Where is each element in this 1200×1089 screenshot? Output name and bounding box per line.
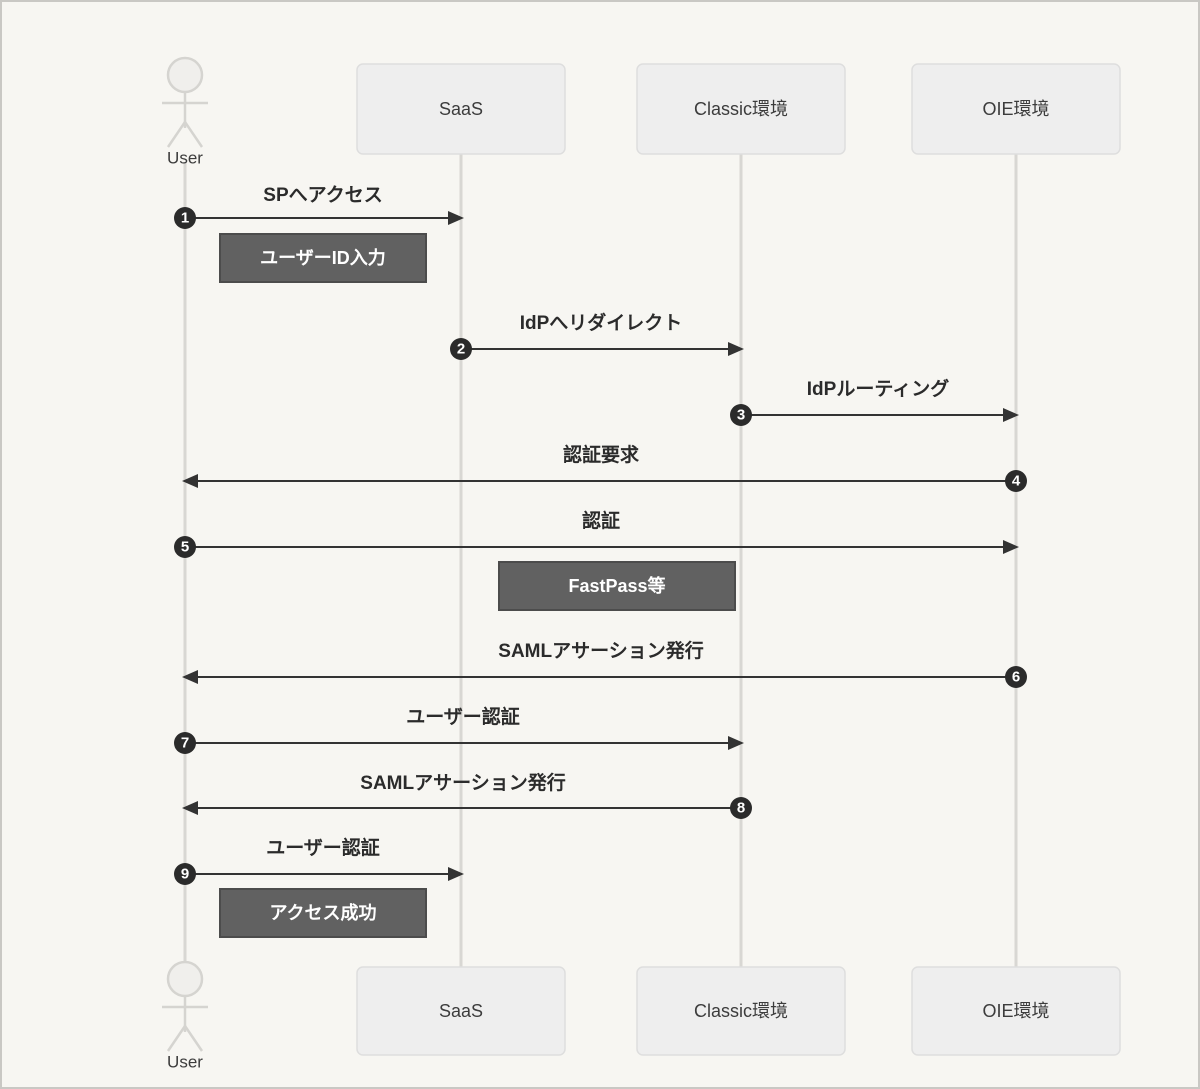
sequence-marker-5 [174, 536, 196, 558]
message-label-3: IdPルーティング [807, 377, 949, 400]
participant-header-user[interactable]: User [162, 56, 208, 167]
note-user-id-input: ユーザーID入力 [219, 233, 427, 283]
participant-label-saas-bottom: SaaS [439, 1001, 483, 1021]
participant-header-saas[interactable]: SaaS [356, 63, 566, 155]
actor-head-icon [166, 56, 204, 94]
sequence-marker-1 [174, 207, 196, 229]
sequence-marker-6 [1005, 666, 1027, 688]
message-5[interactable]: 認証 5 [174, 509, 1019, 558]
participant-label-oie-bottom: OIE環境 [982, 1001, 1049, 1021]
participant-box-saas[interactable] [356, 63, 566, 155]
sequence-number-2: 2 [457, 341, 465, 358]
arrowhead-right-3 [1003, 408, 1019, 422]
sequence-number-5: 5 [181, 539, 189, 556]
message-4[interactable]: 認証要求 4 [182, 443, 1027, 492]
arrowhead-right-5 [1003, 540, 1019, 554]
arrowhead-left-8 [182, 801, 198, 815]
sequence-marker-9 [174, 863, 196, 885]
participant-footer-oie[interactable]: OIE環境 [911, 966, 1121, 1056]
arrowhead-right-1 [448, 211, 464, 225]
participant-footer-saas[interactable]: SaaS [356, 966, 566, 1056]
message-label-6: SAMLアサーション発行 [498, 639, 703, 662]
message-label-5: 認証 [582, 509, 620, 532]
participant-footer-user[interactable]: User [162, 960, 208, 1071]
participant-label-classic: Classic環境 [694, 99, 788, 119]
note-label-fastpass: FastPass等 [568, 575, 665, 596]
participant-box-classic[interactable] [636, 63, 846, 155]
participant-label-oie: OIE環境 [982, 99, 1049, 119]
message-label-4: 認証要求 [563, 443, 640, 466]
message-2[interactable]: IdPへリダイレクト 2 [450, 311, 744, 360]
sequence-number-9: 9 [181, 866, 189, 883]
sequence-number-1: 1 [181, 210, 189, 227]
message-label-2: IdPへリダイレクト [520, 311, 683, 334]
note-box-access-success [219, 888, 427, 938]
note-box-fastpass [498, 561, 736, 611]
message-6[interactable]: SAMLアサーション発行 6 [182, 639, 1027, 688]
participant-footer-classic[interactable]: Classic環境 [636, 966, 846, 1056]
sequence-marker-2 [450, 338, 472, 360]
participant-box-saas-bottom[interactable] [356, 966, 566, 1056]
message-7[interactable]: ユーザー認証 7 [174, 705, 744, 754]
participant-box-classic-bottom[interactable] [636, 966, 846, 1056]
actor-leg-right-icon-bottom [183, 1025, 204, 1052]
actor-leg-right-icon [183, 121, 204, 148]
sequence-number-4: 4 [1012, 473, 1021, 490]
message-3[interactable]: IdPルーティング 3 [730, 377, 1019, 426]
arrowhead-right-9 [448, 867, 464, 881]
participant-label-user-bottom: User [167, 1052, 203, 1071]
participant-header-oie[interactable]: OIE環境 [911, 63, 1121, 155]
note-access-success: アクセス成功 [219, 888, 427, 938]
note-label-access-success: アクセス成功 [269, 902, 376, 923]
note-box-user-id-input [219, 233, 427, 283]
note-label-user-id-input: ユーザーID入力 [260, 248, 386, 268]
lifelines-group [183, 154, 1018, 967]
arrowhead-right-2 [728, 342, 744, 356]
participant-box-oie[interactable] [911, 63, 1121, 155]
sequence-number-8: 8 [737, 800, 745, 817]
arrowhead-left-4 [182, 474, 198, 488]
message-label-9: ユーザー認証 [266, 836, 380, 859]
arrowhead-left-6 [182, 670, 198, 684]
sequence-marker-8 [730, 797, 752, 819]
message-label-8: SAMLアサーション発行 [360, 771, 565, 794]
participant-label-user: User [167, 148, 203, 167]
sequence-number-7: 7 [181, 735, 189, 752]
participant-box-oie-bottom[interactable] [911, 966, 1121, 1056]
message-9[interactable]: ユーザー認証 9 [174, 836, 464, 885]
actor-leg-left-icon [166, 121, 187, 148]
note-fastpass: FastPass等 [498, 561, 736, 611]
sequence-number-3: 3 [737, 407, 745, 424]
message-label-7: ユーザー認証 [406, 705, 520, 728]
sequence-marker-7 [174, 732, 196, 754]
sequence-marker-4 [1005, 470, 1027, 492]
sequence-marker-3 [730, 404, 752, 426]
message-1[interactable]: SPへアクセス 1 [174, 184, 464, 229]
actor-leg-left-icon-bottom [166, 1025, 187, 1052]
message-8[interactable]: SAMLアサーション発行 8 [182, 771, 752, 819]
participant-label-saas: SaaS [439, 99, 483, 119]
participant-header-classic[interactable]: Classic環境 [636, 63, 846, 155]
arrowhead-right-7 [728, 736, 744, 750]
sequence-number-6: 6 [1012, 669, 1020, 686]
actor-head-icon-bottom [166, 960, 204, 998]
message-label-1: SPへアクセス [263, 184, 382, 206]
participant-label-classic-bottom: Classic環境 [694, 1001, 788, 1021]
